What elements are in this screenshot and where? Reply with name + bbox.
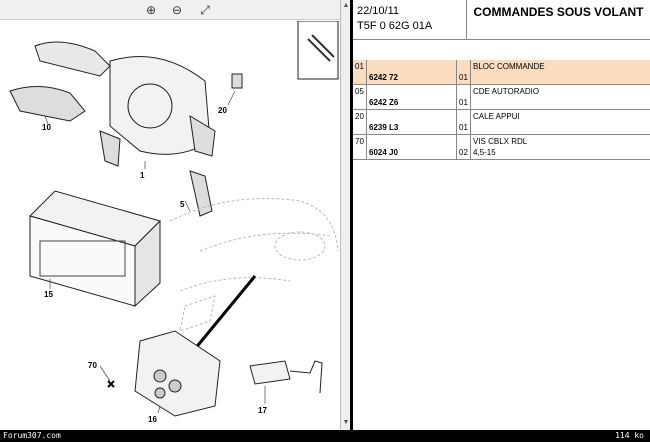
callout-layer: 1 5 10 15 16 17 20 70 (42, 106, 267, 424)
table-row[interactable]: 01 6242 72 01 BLOC COMMANDE (353, 60, 650, 85)
table-row[interactable]: 05 6242 Z6 01 CDE AUTORADIO (353, 85, 650, 110)
zoom-out-icon[interactable]: ⊖ (171, 3, 183, 17)
callout-label: 5 (180, 200, 185, 209)
radio-stalk (189, 170, 213, 217)
steering-ring (127, 83, 173, 129)
callout-label: 16 (148, 415, 157, 424)
row-qty: 01 (459, 123, 468, 132)
status-size: 114 ko (615, 431, 644, 440)
row-description: CDE AUTORADIO (473, 87, 540, 96)
row-part-number: 6239 L3 (369, 123, 399, 132)
row-description: BLOC COMMANDE (473, 62, 545, 71)
light-stalk (9, 86, 86, 122)
row-description: VIS CBLX RDL (473, 137, 528, 146)
status-bar: Forum307.com 114 ko (0, 430, 650, 442)
connector-part-17 (249, 360, 291, 385)
zoom-fit-icon[interactable]: ⤢ (200, 3, 210, 17)
inset-box (297, 21, 339, 80)
vertical-scrollbar[interactable]: ▲ ▼ (340, 0, 350, 430)
switch-body (109, 56, 211, 155)
zoom-in-icon[interactable]: ⊕ (145, 3, 157, 17)
scroll-down-icon[interactable]: ▼ (342, 419, 350, 426)
callout-label: 17 (258, 406, 267, 415)
parts-table-pane: 22/10/11 T5F 0 62G 01A COMMANDES SOUS VO… (353, 0, 650, 430)
row-description-detail: 4,5-15 (473, 148, 496, 157)
inset-screw (307, 34, 335, 62)
header-code: T5F 0 62G 01A (357, 20, 433, 32)
row-qty: 02 (459, 148, 468, 157)
callout-label: 15 (44, 290, 53, 299)
exploded-diagram (9, 21, 339, 417)
row-qty: 01 (459, 98, 468, 107)
row-part-number: 6024 J0 (369, 148, 398, 157)
row-description: CALE APPUI (473, 112, 520, 121)
callout-label: 1 (140, 171, 145, 180)
row-part-number: 6242 Z6 (369, 98, 399, 107)
header-date: 22/10/11 (357, 5, 400, 17)
callout-label: 10 (42, 123, 51, 132)
row-ref: 20 (355, 112, 364, 121)
row-qty: 01 (459, 73, 468, 82)
diagram-pane: ⊕ ⊖ ⤢ (0, 0, 350, 430)
page-title: COMMANDES SOUS VOLANT (467, 0, 650, 40)
row-ref: 70 (355, 137, 364, 146)
clip-part-20 (231, 73, 243, 89)
pane-divider[interactable] (350, 0, 353, 430)
row-ref: 05 (355, 87, 364, 96)
callout-label: 70 (88, 361, 97, 370)
row-ref: 01 (355, 62, 364, 71)
screw-marker-70 (107, 380, 115, 388)
scroll-up-icon[interactable]: ▲ (342, 2, 350, 9)
header-info: 22/10/11 T5F 0 62G 01A (353, 0, 467, 40)
table-row[interactable]: 70 6024 J0 02 VIS CBLX RDL 4,5-15 (353, 135, 650, 160)
status-site: Forum307.com (3, 431, 61, 440)
callout-label: 20 (218, 106, 227, 115)
diagram-toolbar: ⊕ ⊖ ⤢ (0, 0, 350, 20)
wiper-stalk (34, 41, 111, 77)
parts-list: 01 6242 72 01 BLOC COMMANDE 05 6242 Z6 0… (353, 60, 650, 160)
row-part-number: 6242 72 (369, 73, 398, 82)
table-row[interactable]: 20 6239 L3 01 CALE APPUI (353, 110, 650, 135)
